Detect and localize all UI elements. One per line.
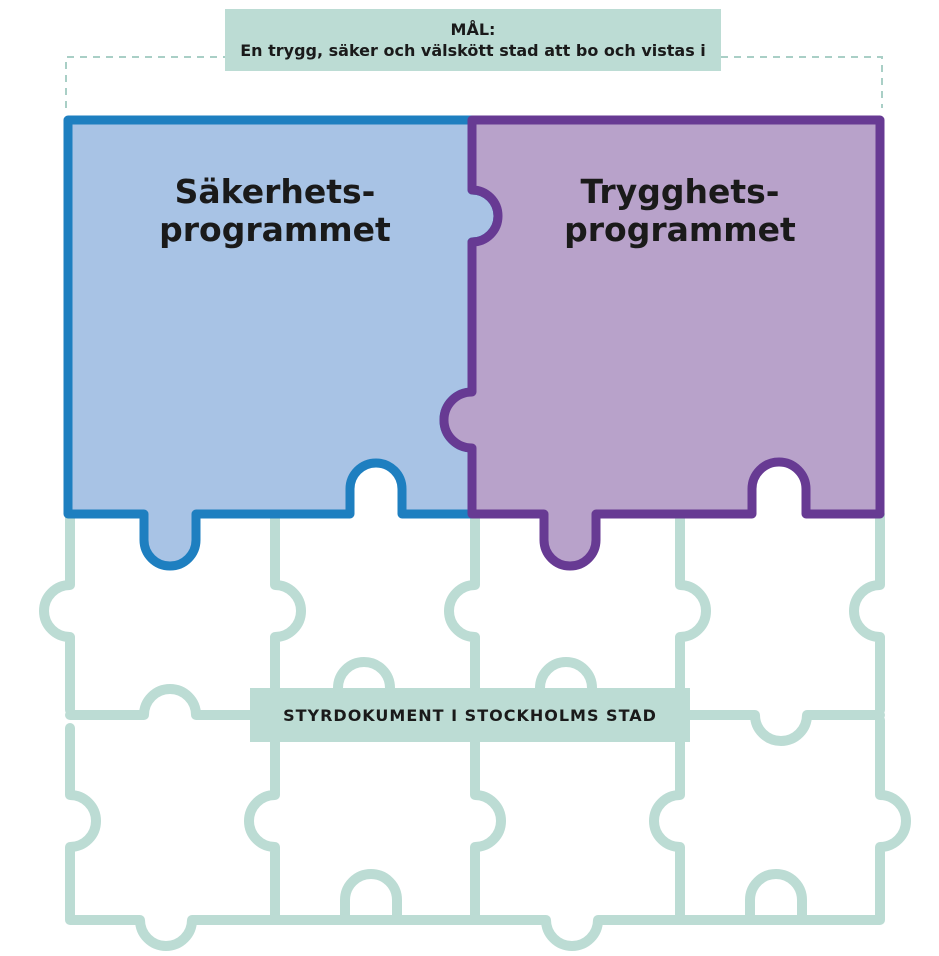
steering-documents-text: STYRDOKUMENT I STOCKHOLMS STAD [283,705,657,725]
grid-col-divider-3-top [675,510,711,693]
goal-heading: MÅL: [450,20,496,39]
grid-col-divider-2-bottom [470,737,506,925]
goal-box: MÅL: En trygg, säker och välskött stad a… [225,9,721,71]
grid-col-divider-1-top [270,510,306,693]
grid-knob-bottom-3 [745,869,807,925]
grid-knob-top-1 [333,657,395,693]
trygghetsprogrammet-piece [439,115,885,571]
grid-knob-top-2 [535,657,597,693]
goal-bracket [65,56,883,108]
sakerhetsprogrammet-title: Säkerhets- programmet [159,172,391,249]
grid-col-divider-2-top [444,510,480,693]
grid-row-divider [65,684,885,746]
grid-col-divider-1-bottom [244,737,280,925]
goal-text: En trygg, säker och välskött stad att bo… [240,41,706,60]
steering-documents-label: STYRDOKUMENT I STOCKHOLMS STAD [250,688,690,742]
steering-document-grid [39,510,911,951]
trygghetsprogrammet-title: Trygghets- programmet [564,172,796,249]
grid-knob-bottom-1 [340,869,402,925]
grid-frame [39,510,911,951]
grid-col-divider-3-bottom [649,737,685,925]
